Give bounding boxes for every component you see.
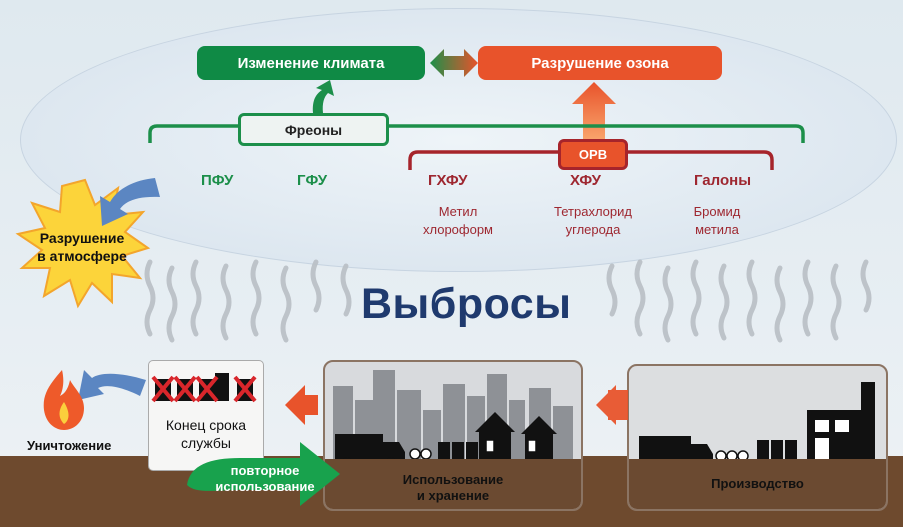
double-arrow-icon <box>430 49 478 77</box>
destruction-in-atmosphere-label: Разрушение в атмосфере <box>37 230 127 264</box>
freon-type-ghfu: ГХФУ <box>428 172 468 189</box>
use-storage-panel: Использование и хранение <box>323 360 583 511</box>
arrow-production-to-use-icon <box>596 385 628 425</box>
ods-bracket <box>408 150 774 170</box>
atmosphere-ellipse <box>20 8 897 272</box>
ozone-depletion-box: Разрушение озона <box>478 46 722 80</box>
factory-illustration-icon <box>639 382 875 469</box>
blue-arrow-to-destruction-icon <box>78 370 146 400</box>
end-of-life-box: Конец срока службы <box>148 360 264 471</box>
freon-type-hfu: ХФУ <box>570 172 601 189</box>
blue-arrow-into-burst-icon <box>100 178 160 226</box>
production-label: Производство <box>711 476 804 491</box>
arrow-use-to-end-icon <box>285 385 318 425</box>
production-panel: Производство <box>627 364 888 511</box>
flame-icon <box>43 370 84 430</box>
freon-type-halons: Галоны <box>694 172 752 189</box>
crossed-out-units-icon <box>151 373 257 403</box>
atmosphere-burst-icon <box>15 178 151 309</box>
climate-change-box: Изменение климата <box>197 46 425 80</box>
end-of-life-label: Конец срока службы <box>165 417 247 451</box>
use-storage-label: Использование и хранение <box>402 472 504 503</box>
destruction-label: Уничтожение <box>27 438 112 453</box>
ods-label: ОРВ <box>558 139 628 170</box>
city-illustration-icon <box>333 370 573 467</box>
reuse-label: повторное использование <box>215 463 315 494</box>
emissions-title: Выбросы <box>361 280 572 328</box>
substance-methyl-bromide: Бромид метила <box>693 204 741 237</box>
freons-bracket <box>148 124 805 143</box>
emission-vapour-icon <box>144 259 872 343</box>
freons-label: Фреоны <box>238 113 389 146</box>
freon-type-gfu: ГФУ <box>297 172 328 189</box>
substance-methyl-chloroform: Метил хлороформ <box>422 204 493 237</box>
freon-type-pfu: ПФУ <box>201 172 234 189</box>
substance-carbon-tetrachloride: Тетрахлорид углерода <box>554 204 632 237</box>
reuse-arrow-icon <box>187 442 340 506</box>
freons-to-climate-arrow <box>312 80 334 113</box>
